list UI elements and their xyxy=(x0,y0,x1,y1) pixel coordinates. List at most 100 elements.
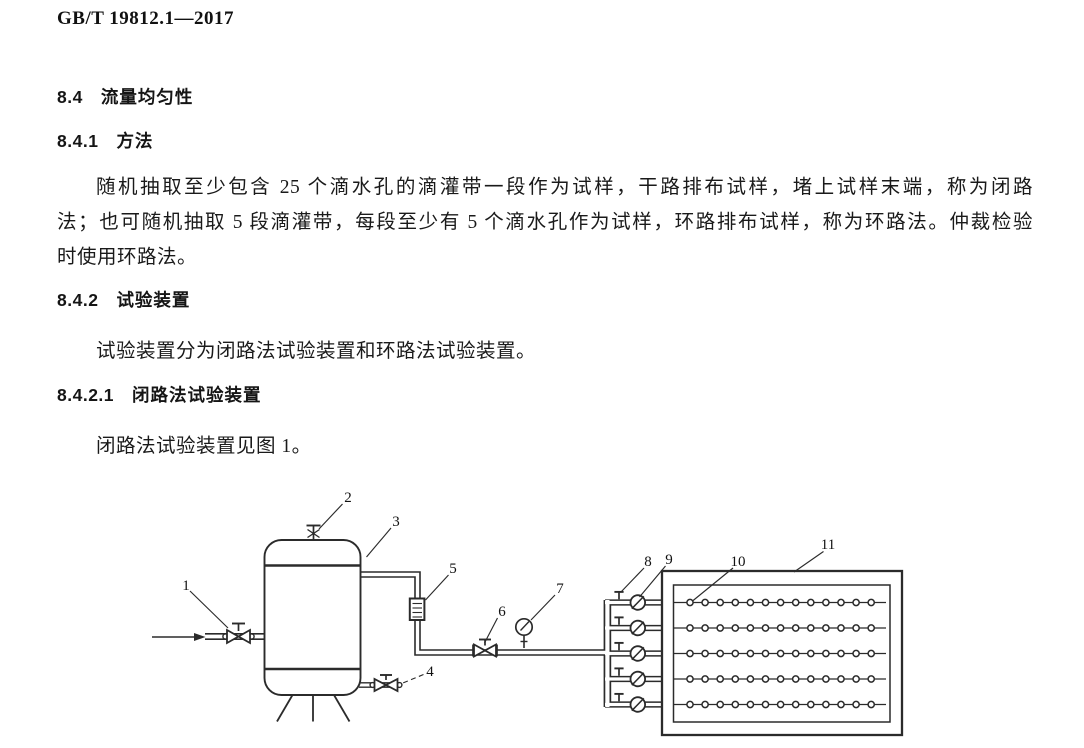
drip-hole xyxy=(746,649,755,658)
drip-hole xyxy=(701,598,709,607)
drip-tape-row xyxy=(673,598,886,607)
inlet-valve xyxy=(222,622,255,645)
drip-hole xyxy=(822,624,830,632)
drip-hole xyxy=(822,598,830,607)
drip-hole xyxy=(867,624,876,632)
drip-tape-samples xyxy=(673,598,886,709)
callout-5: 5 xyxy=(449,561,457,577)
heading-8-4-number: 8.4 xyxy=(57,87,83,107)
drip-hole xyxy=(867,700,876,709)
drip-hole xyxy=(837,649,845,658)
drip-hole xyxy=(822,675,830,683)
callout-9: 9 xyxy=(665,552,673,568)
callout-4: 4 xyxy=(426,664,434,680)
flow-meter-needle xyxy=(631,621,645,635)
drip-hole xyxy=(791,675,800,683)
callout-10: 10 xyxy=(731,554,746,570)
drip-hole xyxy=(867,649,876,658)
drip-hole xyxy=(852,675,860,683)
drip-hole xyxy=(686,675,694,683)
drip-hole xyxy=(806,675,815,683)
branch-assembly xyxy=(614,692,647,713)
callout-7: 7 xyxy=(556,581,564,597)
drip-hole xyxy=(791,649,800,658)
drip-tape-row xyxy=(673,624,886,632)
drip-hole xyxy=(791,624,800,632)
drip-hole xyxy=(776,624,785,632)
heading-8-4-2-title: 试验装置 xyxy=(116,290,191,310)
drip-hole xyxy=(791,700,800,709)
drip-hole xyxy=(837,624,845,632)
drip-hole xyxy=(822,649,830,658)
drip-hole xyxy=(761,675,770,683)
drip-hole xyxy=(852,649,860,658)
drip-hole xyxy=(852,598,860,607)
drip-tape-row xyxy=(673,675,886,683)
drip-hole xyxy=(837,675,845,683)
drip-hole xyxy=(686,624,694,632)
drip-hole xyxy=(822,700,830,709)
branch-assembly xyxy=(614,667,647,688)
drip-hole xyxy=(701,675,709,683)
drip-hole xyxy=(806,624,815,632)
drip-hole xyxy=(731,598,740,607)
heading-8-4-2-number: 8.4.2 xyxy=(57,290,99,310)
paragraph-8-4-2: 试验装置分为闭路法试验装置和环路法试验装置。 xyxy=(96,341,537,362)
callout-3: 3 xyxy=(392,514,400,530)
drip-hole xyxy=(806,649,815,658)
drip-hole xyxy=(686,700,694,709)
drip-hole xyxy=(776,649,785,658)
drip-tape-row xyxy=(673,649,886,658)
heading-8-4-1: 8.4.1 方法 xyxy=(57,128,153,153)
heading-8-4-1-title: 方法 xyxy=(116,131,154,151)
pressure-gauge xyxy=(514,617,534,648)
drip-hole xyxy=(746,624,755,632)
heading-8-4-1-number: 8.4.1 xyxy=(57,131,99,151)
drip-hole xyxy=(716,598,725,607)
regulating-valve xyxy=(472,638,498,659)
drip-hole xyxy=(686,598,694,607)
drip-hole xyxy=(837,598,845,607)
heading-8-4-2-1: 8.4.2.1 闭路法试验装置 xyxy=(57,382,262,407)
drip-hole xyxy=(731,700,740,709)
drip-hole xyxy=(731,675,740,683)
drip-hole xyxy=(776,700,785,709)
drip-hole xyxy=(867,675,876,683)
paragraph-line: 时使用环路法。 xyxy=(57,247,198,268)
pressure-tank xyxy=(263,524,362,722)
drip-hole xyxy=(791,598,800,607)
drip-hole xyxy=(761,649,770,658)
heading-8-4-2-1-title: 闭路法试验装置 xyxy=(132,385,262,405)
flow-meter-needle xyxy=(631,646,645,661)
drip-hole xyxy=(716,624,725,632)
callout-1: 1 xyxy=(182,578,190,594)
drip-hole xyxy=(776,598,785,607)
heading-8-4-2-1-number: 8.4.2.1 xyxy=(57,385,115,405)
paragraph-8-4-1: 随机抽取至少包含 25 个滴水孔的滴灌带一段作为试样，干路排布试样，堵上试样末端… xyxy=(57,170,1033,275)
drip-hole xyxy=(867,598,876,607)
drip-hole xyxy=(716,675,725,683)
heading-8-4-2: 8.4.2 试验装置 xyxy=(57,287,190,312)
drip-tape-row xyxy=(673,700,886,709)
figure-1-closed-loop-apparatus: 1 2 3 4 5 6 7 8 9 10 11 xyxy=(152,490,904,737)
drip-hole xyxy=(852,624,860,632)
paragraph-8-4-2-1: 闭路法试验装置见图 1。 xyxy=(96,436,312,457)
tank-legs xyxy=(276,694,351,722)
drip-hole xyxy=(731,624,740,632)
doc-number: GB/T 19812.1—2017 xyxy=(57,8,235,29)
drip-hole xyxy=(761,624,770,632)
branch-assembly xyxy=(614,590,647,611)
callout-leader-lines xyxy=(189,503,824,685)
drip-hole xyxy=(806,598,815,607)
drip-hole xyxy=(837,700,845,709)
drip-hole xyxy=(716,700,725,709)
drip-hole xyxy=(746,700,755,709)
callout-8: 8 xyxy=(644,554,652,570)
drip-hole xyxy=(761,700,770,709)
filter-device xyxy=(408,597,426,621)
drip-hole xyxy=(731,649,740,658)
callout-2: 2 xyxy=(344,490,352,506)
drip-hole xyxy=(746,675,755,683)
branch-assembly xyxy=(614,616,647,637)
